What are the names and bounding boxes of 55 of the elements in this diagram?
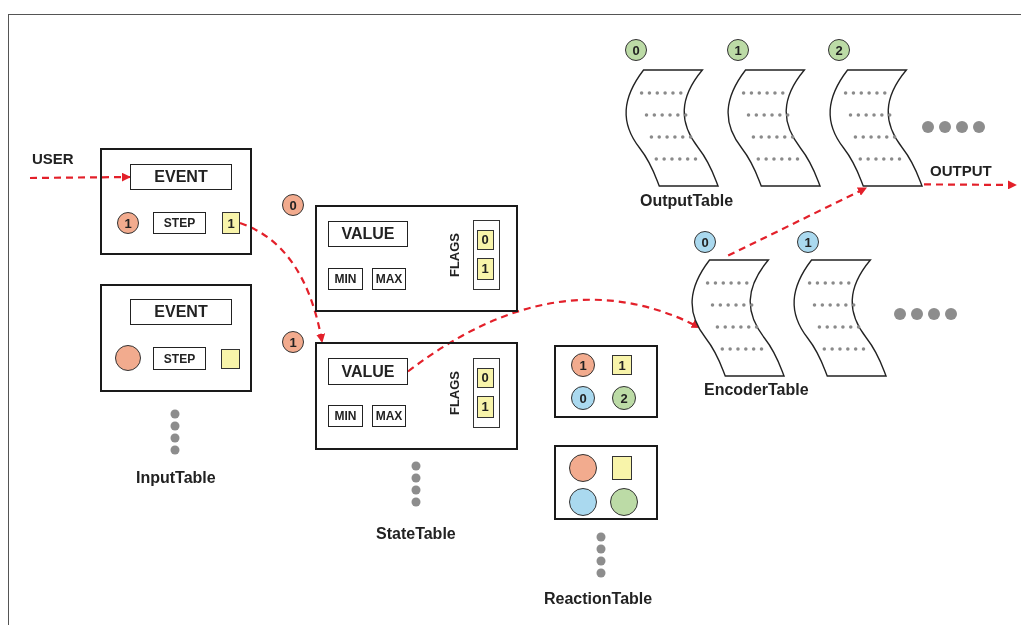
table-label: ReactionTable (544, 590, 653, 608)
label-box: VALUE (328, 221, 408, 247)
number-square: 1 (222, 212, 240, 234)
number-circle: 0 (571, 386, 595, 410)
arrow (239, 221, 325, 343)
number-circle: 1 (282, 331, 304, 353)
label-box: MIN (328, 268, 363, 290)
number-circle: 2 (612, 386, 636, 410)
number-circle: 0 (282, 194, 304, 216)
number-square: 1 (476, 257, 494, 280)
table-label: OutputTable (640, 192, 734, 210)
record-box (315, 205, 518, 312)
arrow (727, 187, 867, 257)
arrow (30, 172, 131, 182)
record-box (100, 148, 252, 255)
arrow (924, 180, 1017, 190)
number-square: 1 (476, 395, 494, 418)
label-box: STEP (153, 212, 206, 234)
circle (115, 345, 141, 371)
number-circle: 2 (828, 39, 850, 61)
label-box: EVENT (130, 299, 232, 325)
scroll-document (688, 258, 786, 378)
number-circle: 0 (694, 231, 716, 253)
label-box: STEP (153, 347, 206, 370)
scroll-document (826, 68, 924, 188)
circle (569, 488, 597, 516)
number-square: 0 (476, 367, 494, 388)
number-circle: 0 (625, 39, 647, 61)
table-label: EncoderTable (704, 381, 809, 399)
table-label: InputTable (136, 469, 216, 487)
record-box (315, 342, 518, 450)
scroll-document (790, 258, 888, 378)
table-label: StateTable (376, 525, 456, 543)
number-circle: 1 (727, 39, 749, 61)
number-square: 1 (612, 355, 632, 375)
square (221, 349, 240, 369)
label-box: MAX (372, 268, 406, 290)
label-box: VALUE (328, 358, 408, 385)
label-box: EVENT (130, 164, 232, 190)
number-square: 0 (476, 229, 494, 250)
label-box: MIN (328, 405, 363, 427)
number-circle: 1 (797, 231, 819, 253)
scroll-document (622, 68, 720, 188)
circle (569, 454, 597, 482)
record-box (100, 284, 252, 392)
number-circle: 1 (117, 212, 139, 234)
record-box (554, 445, 658, 520)
circle (610, 488, 638, 516)
square (612, 456, 632, 480)
flags-label: FLAGS (447, 370, 462, 416)
number-circle: 1 (571, 353, 595, 377)
flags-label: FLAGS (447, 232, 462, 278)
scroll-document (724, 68, 822, 188)
record-box (554, 345, 658, 418)
label-box: MAX (372, 405, 406, 427)
